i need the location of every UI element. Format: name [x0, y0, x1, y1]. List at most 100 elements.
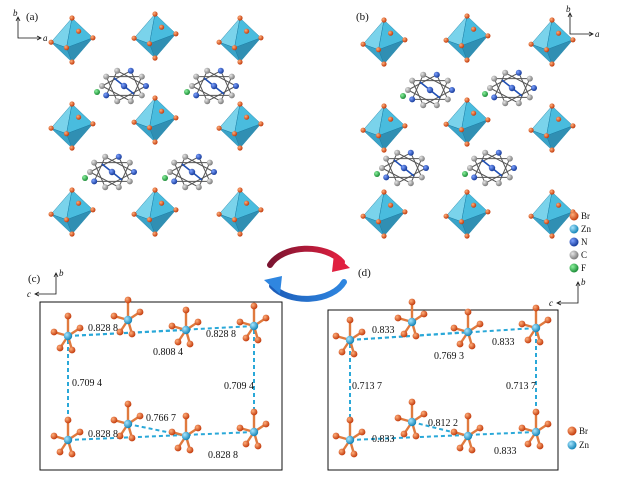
zn-atom: [407, 417, 417, 427]
br-atom: [458, 127, 465, 133]
br-atom: [69, 15, 75, 21]
zn-site-c-7: [236, 408, 270, 450]
unit-cell-frame-c: [39, 301, 283, 471]
br-atom: [402, 37, 408, 43]
cycle-arrow-blue: [269, 279, 347, 302]
axis-label-b-b: b: [566, 4, 571, 14]
br-atom: [90, 121, 96, 127]
br-atom: [346, 416, 354, 424]
distance-d-7: 0.833: [372, 434, 395, 445]
distance-d-5: 0.713 7: [506, 381, 536, 392]
cation-b-4: [462, 149, 517, 187]
cation-atom: [188, 168, 196, 176]
cation-atom: [467, 165, 473, 171]
br-atom: [375, 133, 382, 139]
br-atom: [381, 147, 387, 153]
cation-bond: [518, 72, 531, 98]
cation-atom: [449, 87, 455, 93]
br-atom: [236, 424, 244, 432]
distance-d-3: 0.833: [492, 337, 515, 348]
br-atom: [152, 187, 158, 193]
distance-d-4: 0.713 7: [352, 381, 382, 392]
fluorine-atom: [374, 171, 380, 177]
br-atom: [244, 200, 250, 206]
cation-bond: [498, 152, 511, 178]
cation-atom: [228, 73, 235, 80]
cation-atom: [508, 84, 516, 92]
br-atom: [159, 108, 165, 114]
cation-atom: [471, 174, 478, 181]
cation-bond: [206, 85, 237, 102]
legend-swatch-n: [569, 237, 579, 247]
cation-atom: [171, 178, 178, 185]
cation-bond: [493, 72, 506, 98]
octahedron-b-2: [528, 17, 576, 67]
octahedron-a-7: [131, 187, 179, 237]
br-atom: [174, 444, 182, 452]
cation-atom: [383, 174, 390, 181]
cation-atom: [444, 77, 451, 84]
cation-atom: [127, 98, 134, 105]
fluorine-atom: [82, 175, 88, 181]
cation-atom: [127, 67, 134, 74]
octahedron-a-0: [48, 15, 96, 65]
br-atom: [258, 35, 264, 41]
cation-atom: [210, 82, 218, 90]
zn-br-network-layer: [50, 296, 552, 458]
distance-c-1: 0.828 8: [88, 323, 118, 334]
cation-atom: [418, 174, 425, 181]
br-atom: [159, 24, 165, 30]
zn-atom: [463, 327, 473, 337]
br-atom: [194, 318, 202, 326]
cation-bond: [407, 89, 438, 106]
br-atom: [476, 320, 484, 328]
br-atom: [262, 314, 270, 322]
cation-atom: [115, 184, 122, 191]
octahedron-face: [66, 123, 94, 149]
octahedron-face: [461, 211, 489, 237]
br-atom: [381, 103, 387, 109]
cation-bond: [195, 70, 208, 96]
cation-atom: [526, 94, 533, 101]
zn-atom: [531, 323, 541, 333]
zn-atom: [123, 315, 133, 325]
br-atom: [350, 450, 358, 458]
halogen-contact: [349, 331, 469, 341]
br-atom: [56, 344, 64, 352]
br-atom: [549, 17, 555, 23]
br-atom: [262, 420, 270, 428]
cation-atom: [433, 102, 440, 109]
cation-atom: [143, 83, 149, 89]
cation-bond: [101, 70, 132, 87]
br-atom: [485, 117, 491, 123]
distance-d-1: 0.833: [372, 325, 395, 336]
br-atom: [532, 408, 540, 416]
panel-label-d: (d): [358, 267, 371, 279]
br-atom: [338, 448, 346, 456]
br-atom: [412, 432, 420, 440]
zn-site-d-1: [394, 298, 428, 340]
cation-atom: [495, 149, 502, 156]
br-atom: [146, 125, 153, 131]
br-atom: [528, 213, 534, 219]
br-atom: [570, 123, 576, 129]
br-atom: [231, 131, 238, 137]
br-atom: [174, 338, 182, 346]
br-atom: [69, 187, 75, 193]
br-atom: [381, 233, 387, 239]
br-atom: [231, 217, 238, 223]
br-atom: [464, 97, 470, 103]
octahedron-face: [234, 123, 262, 149]
octahedron-face: [378, 39, 406, 65]
br-atom: [216, 125, 222, 131]
octahedron-b-8: [528, 189, 576, 239]
distance-d-6: 0.812 2: [428, 418, 458, 429]
octahedron-a-4: [48, 101, 96, 151]
cation-b-1: [400, 71, 455, 109]
cation-atom: [91, 159, 98, 166]
br-atom: [237, 187, 243, 193]
br-atom: [420, 310, 428, 318]
cation-bond: [220, 70, 233, 96]
octahedron-face: [461, 35, 489, 61]
axis-marker-d: [556, 281, 581, 306]
